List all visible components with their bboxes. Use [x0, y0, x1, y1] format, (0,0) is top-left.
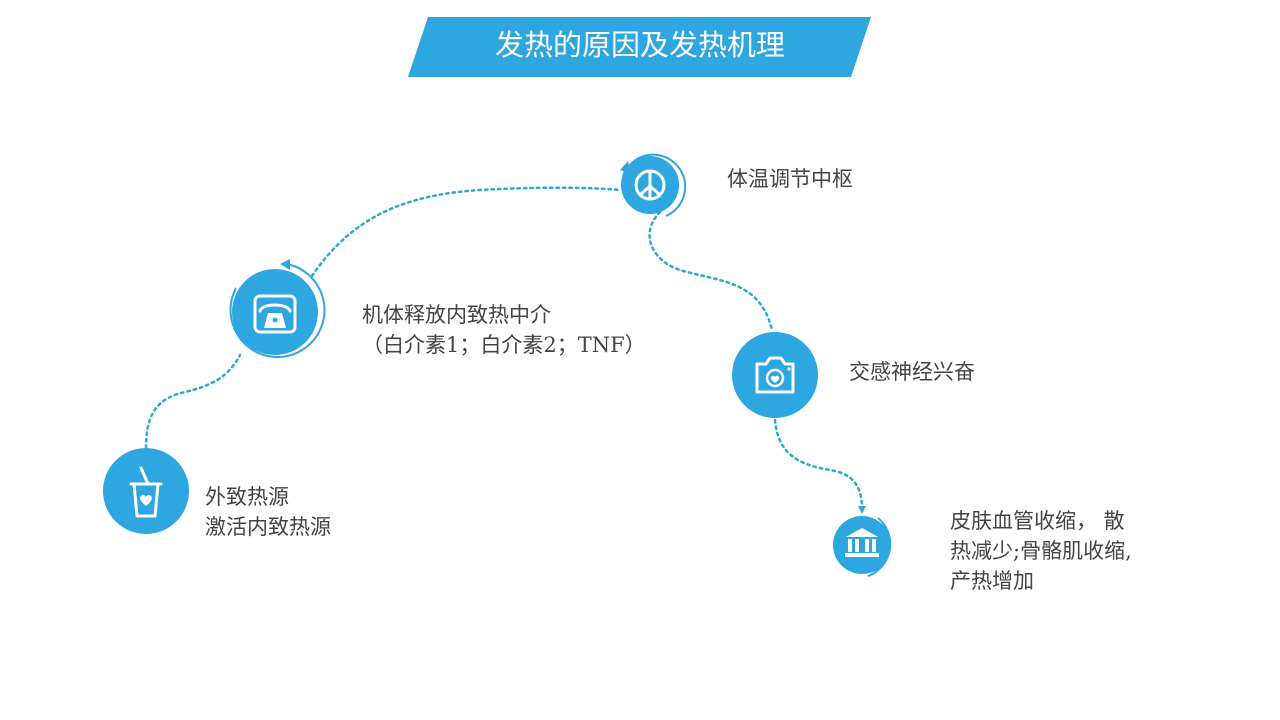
step-label-source: 外致热源 激活内致热源: [205, 482, 331, 542]
step-label-line: 体温调节中枢: [727, 167, 853, 191]
step-label-line: 机体释放内致热中介: [362, 303, 551, 327]
step-label-line: （白介素1；白介素2；TNF）: [362, 333, 646, 357]
peace-sign-icon: [634, 169, 666, 201]
step-label-mediator: 机体释放内致热中介 （白介素1；白介素2；TNF）: [362, 300, 646, 360]
step-node-source: [103, 448, 189, 534]
step-label-line: 交感神经兴奋: [849, 360, 975, 384]
step-label-line: 激活内致热源: [205, 515, 331, 539]
page-title: 发热的原因及发热机理: [494, 28, 785, 62]
connector-center-to-sympathetic: [648, 210, 774, 332]
cycle-ring: [229, 263, 326, 359]
connector-source-to-mediator: [144, 353, 242, 450]
drink-cup-heart-icon: [129, 466, 163, 518]
step-label-line: 外致热源: [205, 485, 289, 509]
step-node-mediator: [229, 259, 326, 359]
step-label-line: 热减少;骨骼肌收缩,: [950, 539, 1132, 563]
step-label-center: 体温调节中枢: [727, 164, 853, 194]
connector-mediator-to-center: [310, 186, 622, 278]
camera-heart-icon: [755, 356, 795, 394]
step-label-sympathetic: 交感神经兴奋: [849, 357, 975, 387]
step-node-effect: [833, 516, 892, 577]
step-node-sympathetic: [732, 332, 818, 418]
connector-sympathetic-to-effect: [773, 418, 866, 514]
step-label-line: 产热增加: [950, 569, 1034, 593]
step-node-center: [620, 153, 687, 217]
step-label-effect: 皮肤血管收缩， 散 热减少;骨骼肌收缩, 产热增加: [950, 506, 1132, 596]
telephone-icon: [253, 294, 297, 334]
step-label-line: 皮肤血管收缩， 散: [950, 509, 1125, 533]
bank-building-icon: [845, 528, 879, 557]
